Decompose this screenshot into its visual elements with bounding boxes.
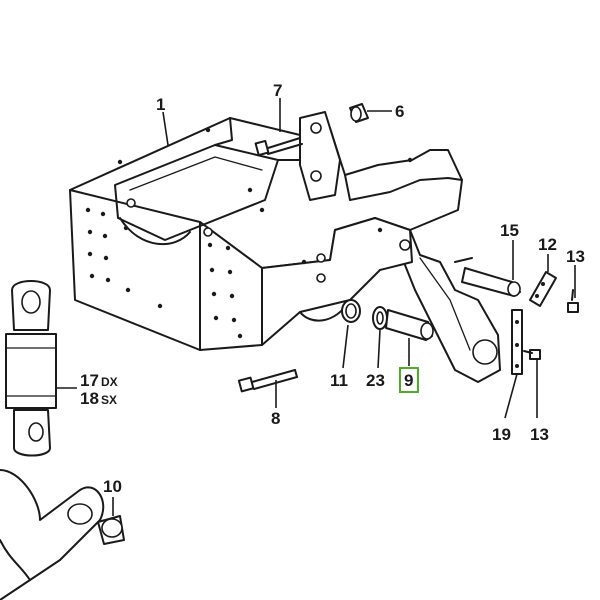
callout-17[interactable]: 17 — [80, 371, 99, 390]
callout-18-side: SX — [101, 393, 117, 407]
callout-18[interactable]: 18 — [80, 389, 99, 408]
strip-19 — [511, 309, 523, 375]
pin-9 — [385, 309, 434, 341]
callout-11[interactable]: 11 — [330, 371, 348, 390]
bolt-7 — [254, 137, 303, 157]
front-support-frame — [69, 111, 501, 383]
callout-13-bottom[interactable]: 13 — [530, 425, 549, 444]
callout-7[interactable]: 7 — [273, 81, 282, 100]
callout-6[interactable]: 6 — [395, 102, 404, 121]
callout-19[interactable]: 19 — [492, 425, 511, 444]
callout-1[interactable]: 1 — [156, 95, 165, 114]
selected-part-highlight — [399, 367, 419, 393]
plate-12 — [529, 271, 557, 307]
bushing-6 — [349, 103, 369, 123]
ring-11 — [341, 299, 361, 323]
callout-labels: 1 7 6 15 12 13 17 DX 18 SX 8 11 23 9 19 … — [80, 81, 585, 496]
screw-13-bottom — [523, 349, 541, 360]
screw-13-top — [567, 289, 579, 313]
callout-15[interactable]: 15 — [500, 221, 519, 240]
callout-10[interactable]: 10 — [103, 477, 122, 496]
callout-12[interactable]: 12 — [538, 235, 557, 254]
pin-15 — [461, 267, 521, 297]
washer-23 — [372, 306, 388, 330]
callout-9[interactable]: 9 — [404, 371, 413, 390]
callout-13-top[interactable]: 13 — [566, 247, 585, 266]
callout-17-side: DX — [101, 375, 118, 389]
cylinder-17-18 — [5, 280, 57, 457]
part-10 — [0, 469, 125, 600]
callout-23[interactable]: 23 — [366, 371, 385, 390]
leader-lines — [56, 98, 576, 516]
bolt-8 — [237, 369, 298, 393]
callout-8[interactable]: 8 — [271, 409, 280, 428]
